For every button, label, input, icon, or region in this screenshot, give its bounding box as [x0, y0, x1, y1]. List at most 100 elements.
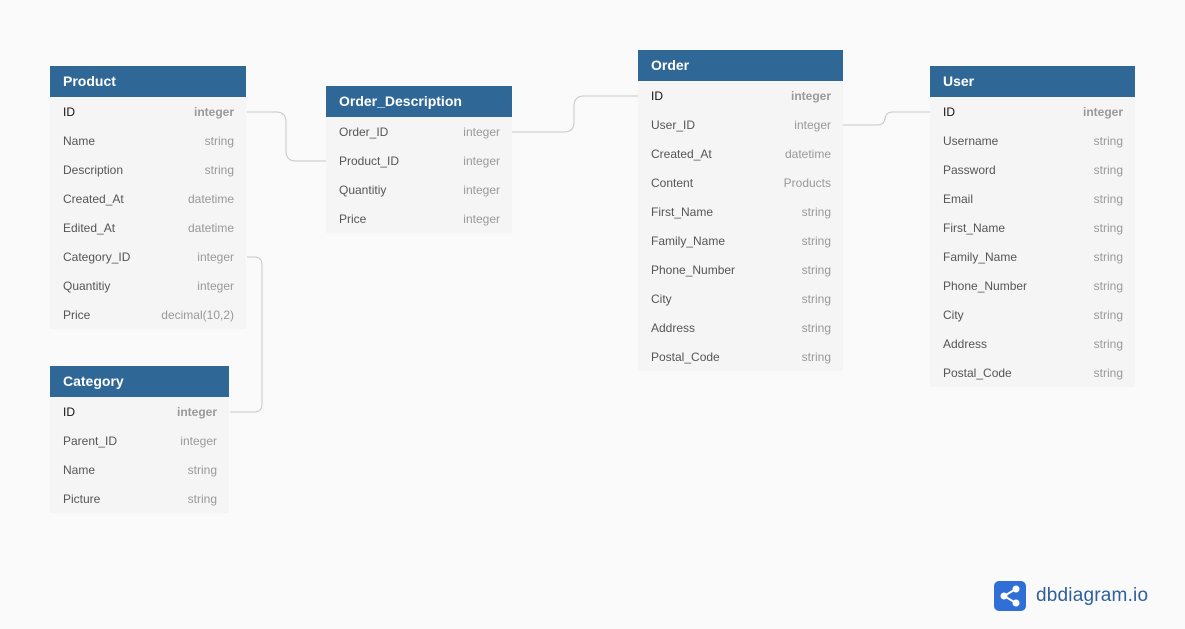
field-name: Picture — [63, 491, 101, 506]
field-row[interactable]: Password string — [930, 155, 1135, 184]
field-type: datetime — [187, 191, 234, 206]
field-name: Name — [63, 462, 96, 477]
field-row[interactable]: Postal_Code string — [638, 342, 843, 371]
table-header-order-description[interactable]: Order_Description — [326, 86, 512, 117]
field-name: ID — [651, 88, 663, 103]
field-type: integer — [193, 104, 234, 119]
relation-product-category — [230, 256, 263, 413]
field-row[interactable]: City string — [638, 284, 843, 313]
field-type: string — [187, 491, 217, 506]
field-name: Phone_Number — [651, 262, 736, 277]
field-name: Order_ID — [339, 124, 389, 139]
field-row[interactable]: ID integer — [638, 81, 843, 110]
field-row[interactable]: Price decimal(10,2) — [50, 300, 246, 329]
field-row[interactable]: Created_At datetime — [50, 184, 246, 213]
field-name: Quantitiy — [339, 182, 387, 197]
field-name: Name — [63, 133, 96, 148]
field-row[interactable]: Picture string — [50, 484, 229, 513]
field-name: Price — [339, 211, 367, 226]
field-row[interactable]: Name string — [50, 455, 229, 484]
field-row[interactable]: User_ID integer — [638, 110, 843, 139]
field-type: integer — [463, 124, 500, 139]
field-name: Created_At — [63, 191, 124, 206]
table-header-user[interactable]: User — [930, 66, 1135, 97]
field-name: ID — [63, 104, 75, 119]
field-type: string — [1093, 365, 1123, 380]
field-type: decimal(10,2) — [161, 307, 234, 322]
field-row[interactable]: Name string — [50, 126, 246, 155]
field-name: ID — [63, 404, 75, 419]
field-type: string — [801, 291, 831, 306]
field-type: string — [187, 462, 217, 477]
field-type: integer — [790, 88, 831, 103]
field-row[interactable]: Family_Name string — [638, 226, 843, 255]
field-name: Family_Name — [651, 233, 726, 248]
table-header-order[interactable]: Order — [638, 50, 843, 81]
table-header-category[interactable]: Category — [50, 366, 229, 397]
field-name: City — [943, 307, 964, 322]
field-type: string — [1093, 191, 1123, 206]
field-type: integer — [463, 153, 500, 168]
field-name: Product_ID — [339, 153, 400, 168]
field-type: integer — [794, 117, 831, 132]
field-type: string — [1093, 336, 1123, 351]
field-row[interactable]: Product_ID integer — [326, 146, 512, 175]
field-row[interactable]: Price integer — [326, 204, 512, 233]
field-name: User_ID — [651, 117, 696, 132]
field-type: string — [801, 204, 831, 219]
field-type: string — [801, 320, 831, 335]
field-row[interactable]: ID integer — [50, 97, 246, 126]
field-type: string — [1093, 249, 1123, 264]
relation-product-order-description — [247, 111, 326, 162]
field-type: string — [801, 233, 831, 248]
field-type: string — [1093, 133, 1123, 148]
table-header-product[interactable]: Product — [50, 66, 246, 97]
brand-watermark[interactable]: dbdiagram.io — [994, 581, 1148, 611]
field-name: Postal_Code — [651, 349, 720, 364]
field-type: integer — [197, 249, 234, 264]
field-type: integer — [1082, 104, 1123, 119]
field-name: Password — [943, 162, 996, 177]
field-type: string — [1093, 162, 1123, 177]
field-row[interactable]: Order_ID integer — [326, 117, 512, 146]
field-name: City — [651, 291, 672, 306]
field-type: string — [801, 349, 831, 364]
field-type: integer — [463, 211, 500, 226]
field-type: integer — [463, 182, 500, 197]
field-type: string — [204, 133, 234, 148]
relation-order-user — [843, 111, 930, 126]
field-name: Price — [63, 307, 91, 322]
field-row[interactable]: Quantitiy integer — [326, 175, 512, 204]
